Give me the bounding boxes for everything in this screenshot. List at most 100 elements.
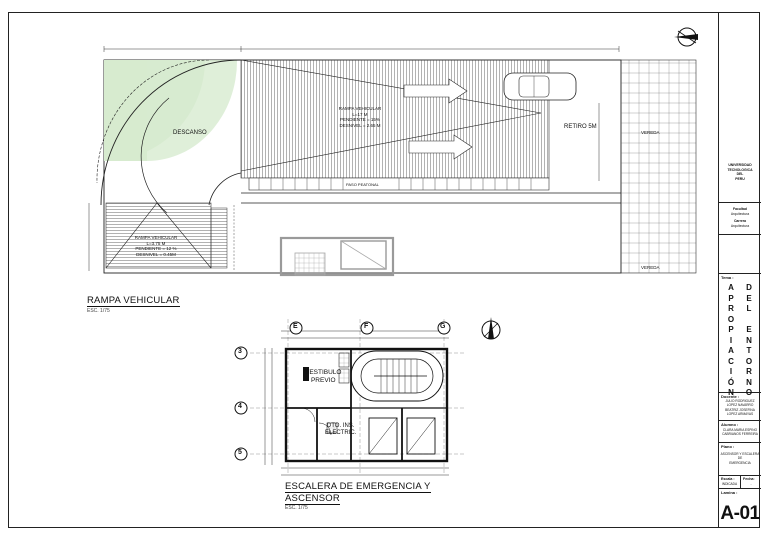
vestibulo-line2: PREVIO xyxy=(310,376,336,384)
car-icon xyxy=(503,72,577,101)
drawing-area: RAMPA VEHICULAR L=17 M PENDIENTE = 15% D… xyxy=(9,13,717,527)
label-duct: DTO. INS. ELECTRIC. xyxy=(325,423,356,437)
axis-label-5: 5 xyxy=(238,449,242,456)
axis-bubble-e xyxy=(289,321,303,335)
axis-label-4: 4 xyxy=(238,403,242,410)
label-ramp-bottom: RAMPA VEHICULAR L=3.75 M PENDIENTE = 12 … xyxy=(121,235,191,257)
lamina-row: Lamina : A-01 xyxy=(719,489,761,527)
duct-line2: ELECTRIC. xyxy=(325,430,357,436)
tema-c2-0: D xyxy=(746,283,752,292)
lamina-label: Lamina : xyxy=(721,490,738,495)
axis-label-e: E xyxy=(293,323,298,330)
ramp-top-length: L=17 M xyxy=(352,111,368,117)
institution-line2: TECNOLOGICA xyxy=(727,167,753,172)
tema-label: Tema : xyxy=(721,275,734,280)
ramp-bottom-level: DESNIVEL = 0.45M xyxy=(136,251,176,257)
tema-c1-9: Ó xyxy=(727,377,735,387)
alumno-row: Alumno : CLARA MARIA ESPINO CABRIANOS FE… xyxy=(719,421,761,443)
tema-c2-8: R xyxy=(746,367,752,376)
label-vereda-top: VEREDA xyxy=(641,130,660,135)
docente-name-3: BEATRIZ JOSEFINA xyxy=(725,407,755,412)
faculty-row: Facultad Arquitectura Carrera Arquitectu… xyxy=(719,203,761,235)
tema-c1-5: I xyxy=(729,335,733,345)
tema-c2-2: L xyxy=(746,304,752,313)
fecha-cell: Fecha: - xyxy=(741,476,761,489)
ramp-top-level: DESNIVEL = 2.65 M xyxy=(339,122,381,128)
tema-column-1: A P R O P I A C I Ó N xyxy=(726,283,736,399)
tema-c1-1: P xyxy=(728,293,734,303)
tema-c1-3: O xyxy=(727,314,735,324)
axis-bubble-5 xyxy=(234,447,248,461)
label-paso-peatonal: PASO PEATONAL xyxy=(346,182,379,187)
docente-name-4: LOPEZ ARMAYAS xyxy=(726,412,754,417)
escala-value: INDICADA xyxy=(721,482,738,486)
tema-c1-10: N xyxy=(728,388,734,397)
axis-bubble-4 xyxy=(234,401,248,415)
stair-plan-title: ESCALERA DE EMERGENCIA Y ASCENSOR xyxy=(285,481,431,505)
fecha-label: Fecha: xyxy=(743,477,755,481)
duct-line1: DTO. INS. xyxy=(326,423,355,429)
plano-line1: ASCENSOR Y ESCALERA xyxy=(720,452,760,456)
institution-line4: PERU xyxy=(735,176,745,181)
alumno-name-2: CABRIANOS FERREIRA xyxy=(722,432,758,437)
fecha-value: - xyxy=(750,482,752,486)
north-arrow-icon xyxy=(481,317,501,340)
docente-label: Docente : xyxy=(721,394,740,399)
institution: UNIVERSIDAD TECNOLOGICA DEL PERU xyxy=(719,163,761,181)
ramp-top-slope: PENDIENTE = 15% xyxy=(340,117,380,122)
alumno-names: CLARA MARIA ESPINO CABRIANOS FERREIRA xyxy=(720,428,760,437)
tema-c2-1: E xyxy=(746,293,752,303)
tema-c2-10: O xyxy=(745,388,753,397)
title-block-top: UNIVERSIDAD TECNOLOGICA DEL PERU xyxy=(719,13,761,203)
plano-line2: DE xyxy=(737,456,743,461)
label-vestibulo: VESTIBULO PREVIO xyxy=(305,369,341,384)
tema-c2-6: T xyxy=(746,346,752,355)
label-retiro: RETIRO 5M xyxy=(564,124,597,130)
axis-label-3: 3 xyxy=(238,348,242,355)
career-line1: Carrera xyxy=(733,219,747,223)
plano-text: ASCENSOR Y ESCALERA DE EMERGENCIA xyxy=(720,452,760,465)
axis-bubble-f xyxy=(360,321,374,335)
tema-row: Tema : A P R O P I A C I Ó N D E L E N xyxy=(719,273,761,397)
stair-elevator-plan xyxy=(234,317,501,476)
tema-c1-2: R xyxy=(728,304,734,313)
escala-label: Escala : xyxy=(721,477,735,481)
tema-c2-9: N xyxy=(746,377,752,387)
stair-title-line2: ASCENSOR xyxy=(285,493,340,505)
axis-bubble-g xyxy=(437,321,451,335)
label-vereda-bottom: VEREDA xyxy=(641,265,660,270)
sheet-code: A-01 xyxy=(720,503,760,524)
tema-c1-7: C xyxy=(728,356,734,366)
ramp-plan xyxy=(88,27,698,277)
docente-names: JULIO RODRIGUEZ LOPEZ NAVARRO BEATRIZ JO… xyxy=(720,399,760,417)
tema-c1-0: A xyxy=(728,283,734,292)
tema-c2-7: O xyxy=(745,356,753,366)
drawing-sheet: RAMPA VEHICULAR L=17 M PENDIENTE = 15% D… xyxy=(8,12,761,528)
tema-c2-5: N xyxy=(746,335,752,345)
tema-c1-6: A xyxy=(728,346,734,355)
escala-cell: Escala : INDICADA xyxy=(719,476,741,489)
axis-label-f: F xyxy=(364,323,369,330)
ramp-top-name: RAMPA VEHICULAR xyxy=(338,106,382,111)
plano-row: Plano : ASCENSOR Y ESCALERA DE EMERGENCI… xyxy=(719,443,761,476)
plano-line3: EMERGENCIA xyxy=(729,460,751,465)
faculty: Facultad Arquitectura xyxy=(719,207,761,216)
ramp-bottom-length: L=3.75 M xyxy=(146,240,166,246)
tema-c2-4: E xyxy=(746,325,752,334)
ramp-bottom-slope: PENDIENTE = 12 % xyxy=(135,246,177,251)
docente-name-2: LOPEZ NAVARRO xyxy=(726,403,754,408)
alumno-name-1: CLARA MARIA ESPINO xyxy=(722,428,758,432)
ramp-bottom-name: RAMPA VEHICULAR xyxy=(134,235,178,240)
stair-plan-scale: ESC. 1/75 xyxy=(285,505,308,511)
label-descanso: DESCANSO xyxy=(173,130,207,136)
faculty-line2: Arquitectura xyxy=(730,211,750,216)
tema-column-2: D E L E N T O R N O xyxy=(744,283,754,399)
north-arrow-icon xyxy=(674,27,698,47)
docente-row: Docente : JULIO RODRIGUEZ LOPEZ NAVARRO … xyxy=(719,393,761,421)
label-ramp-top: RAMPA VEHICULAR L=17 M PENDIENTE = 15% D… xyxy=(325,106,395,128)
institution-line3: DEL xyxy=(736,172,744,177)
career-line2: Arquitectura xyxy=(730,223,750,228)
axis-label-g: G xyxy=(440,323,446,330)
plano-label: Plano : xyxy=(721,444,735,449)
alumno-label: Alumno : xyxy=(721,422,739,427)
